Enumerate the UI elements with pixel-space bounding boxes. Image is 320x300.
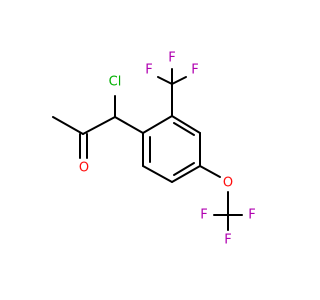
bond — [173, 122, 195, 136]
fluorine-atom-label: F — [248, 208, 255, 223]
bond — [171, 76, 187, 85]
molecule-structure: Cl O O F F F F F F — [52, 51, 256, 248]
bond — [52, 116, 84, 135]
bond — [157, 76, 173, 85]
bond — [171, 115, 201, 134]
fluorine-atom-label: F — [200, 208, 207, 223]
bond — [199, 165, 221, 178]
bond — [142, 115, 173, 134]
fluorine-atom-label: F — [168, 51, 175, 66]
fluorine-atom-label: F — [224, 233, 231, 248]
bond — [171, 165, 201, 183]
fluorine-atom-label: F — [145, 63, 152, 78]
fluorine-atom-label: F — [191, 63, 198, 78]
bond-lines — [52, 68, 243, 231]
atom-labels: Cl O O F F F F F F — [79, 51, 256, 248]
chlorine-atom-label: Cl — [109, 75, 122, 90]
bond — [82, 116, 116, 135]
bond — [142, 165, 173, 183]
ether-oxygen-label: O — [223, 176, 233, 191]
carbonyl-oxygen-label: O — [79, 161, 89, 176]
bond — [114, 116, 144, 134]
bond — [173, 162, 195, 176]
